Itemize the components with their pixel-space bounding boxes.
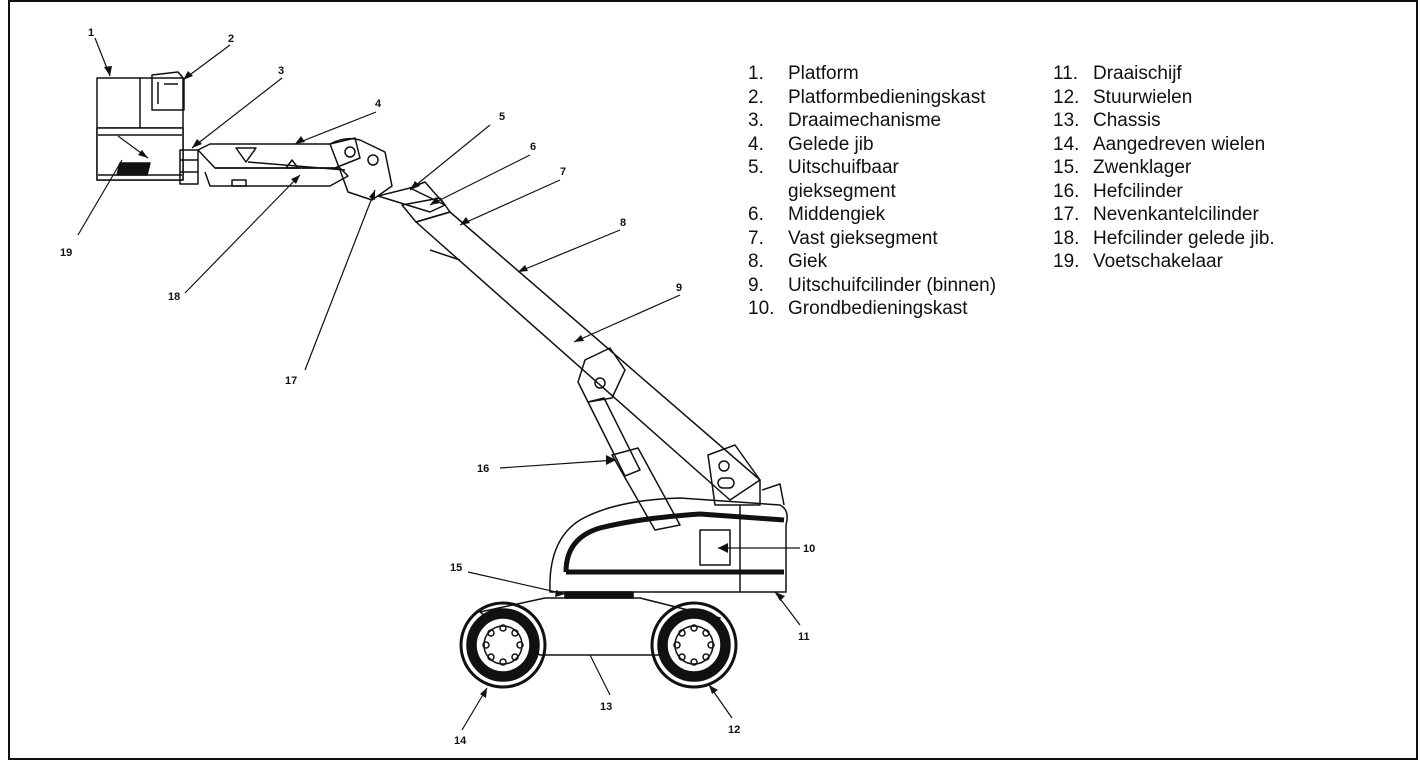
legend-number: 13.: [1053, 110, 1080, 131]
platform-control-box: [151, 71, 185, 111]
legend-label: Platform: [788, 63, 859, 84]
legend-number: 7.: [748, 227, 764, 249]
legend-label: Chassis: [1093, 110, 1161, 131]
legend-number: 19.: [1053, 251, 1080, 272]
legend-number: 10.: [748, 298, 775, 319]
legend-item: 5. Uitschuifbaar gieksegment: [748, 156, 1048, 203]
articulating-jib: [197, 137, 361, 187]
callout-9: 9: [676, 282, 682, 294]
boom: [377, 181, 761, 501]
legend-label: Hefcilinder: [1093, 180, 1183, 202]
legend-column-left: 1. Platform 2. Platformbedieningskast 3. Dr…: [748, 62, 1048, 321]
legend-number: 3.: [748, 110, 764, 131]
legend-label: Stuurwielen: [1093, 86, 1193, 108]
legend-label: Voetschakelaar: [1093, 251, 1223, 272]
legend-number: 16.: [1053, 180, 1080, 202]
legend-label: Uitschuifcilinder (binnen): [788, 274, 997, 296]
chassis: [479, 591, 721, 656]
legend-item: 9. Uitschuifcilinder (binnen): [748, 274, 1048, 298]
legend-item: 11. Draaischijf: [1053, 62, 1373, 86]
callout-6: 6: [530, 141, 536, 153]
callout-8: 8: [620, 217, 626, 229]
legend-item: 12. Stuurwielen: [1053, 86, 1373, 110]
legend-label: Middengiek: [788, 204, 886, 225]
legend-item: 18. Hefcilinder gelede jib.: [1053, 227, 1373, 251]
callout-7: 7: [560, 166, 566, 178]
callout-5: 5: [499, 111, 505, 123]
callout-12: 12: [728, 724, 740, 736]
callout-19: 19: [60, 247, 72, 259]
leader-arrowheads: [104, 66, 785, 698]
legend-item: 19. Voetschakelaar: [1053, 250, 1373, 274]
legend-label: Zwenklager: [1093, 157, 1192, 178]
legend-number: 15.: [1053, 157, 1080, 178]
legend-number: 14.: [1053, 133, 1080, 155]
callout-13: 13: [600, 701, 612, 713]
legend-number: 5.: [748, 157, 764, 178]
turntable: [549, 497, 788, 593]
legend-label: Giek: [788, 251, 828, 272]
legend-label: Draaischijf: [1093, 63, 1182, 84]
drive-wheel: [459, 601, 547, 689]
legend-item: 14. Aangedreven wielen: [1053, 133, 1373, 157]
legend-item: 17. Nevenkantelcilinder: [1053, 203, 1373, 227]
legend-number: 4.: [748, 133, 764, 155]
legend-number: 2.: [748, 86, 764, 108]
legend-item: 8. Giek: [748, 250, 1048, 274]
callout-10: 10: [803, 543, 815, 555]
callout-2: 2: [228, 33, 234, 45]
legend-label: Uitschuifbaar gieksegment: [788, 157, 899, 202]
turntable-upright: [707, 444, 785, 506]
legend-number: 12.: [1053, 86, 1080, 108]
legend-label: Grondbedieningskast: [788, 298, 968, 319]
legend-number: 1.: [748, 63, 764, 84]
legend-item: 6. Middengiek: [748, 203, 1048, 227]
legend-item: 2. Platformbedieningskast: [748, 86, 1048, 110]
legend-label: Vast gieksegment: [788, 227, 938, 249]
legend-item: 15. Zwenklager: [1053, 156, 1373, 180]
legend-label: Platformbedieningskast: [788, 86, 986, 108]
legend-item: 7. Vast gieksegment: [748, 227, 1048, 251]
legend-item: 10. Grondbedieningskast: [748, 297, 1048, 321]
callout-3: 3: [278, 65, 284, 77]
legend-number: 17.: [1053, 204, 1080, 225]
callout-14: 14: [454, 735, 467, 747]
rotator: [179, 149, 199, 185]
callout-1: 1: [88, 27, 94, 39]
steer-wheel: [650, 601, 738, 689]
callout-4: 4: [375, 98, 382, 110]
callout-16: 16: [477, 463, 489, 475]
legend-number: 18.: [1053, 227, 1080, 249]
legend-label: Hefcilinder gelede jib.: [1093, 227, 1275, 249]
legend-number: 6.: [748, 204, 764, 225]
legend-label: Aangedreven wielen: [1093, 133, 1266, 155]
legend-item: 1. Platform: [748, 62, 1048, 86]
legend-number: 11.: [1053, 63, 1079, 84]
callout-numbers: 1 2 3 4 5 6 7 8 9 10 11 12 13 14 15 16 1…: [60, 27, 815, 747]
lift-cylinder: [587, 397, 681, 531]
jib-knuckle: [329, 137, 393, 201]
legend-item: 16. Hefcilinder: [1053, 180, 1373, 204]
callout-11: 11: [798, 631, 810, 643]
legend-item: 13. Chassis: [1053, 109, 1373, 133]
platform-basket: [96, 77, 184, 181]
legend-item: 4. Gelede jib: [748, 133, 1048, 157]
legend-label: Gelede jib: [788, 133, 874, 155]
legend-column-right: 11. Draaischijf 12. Stuurwielen 13. Chassis…: [1053, 62, 1373, 274]
legend-number: 8.: [748, 251, 764, 272]
callout-18: 18: [168, 291, 180, 303]
legend-item: 3. Draaimechanisme: [748, 109, 1048, 133]
legend-label: Draaimechanisme: [788, 110, 942, 131]
legend-number: 9.: [748, 274, 764, 296]
leader-lines: [77, 37, 801, 731]
legend-label: Nevenkantelcilinder: [1093, 204, 1259, 225]
callout-17: 17: [285, 375, 297, 387]
callout-15: 15: [450, 562, 462, 574]
